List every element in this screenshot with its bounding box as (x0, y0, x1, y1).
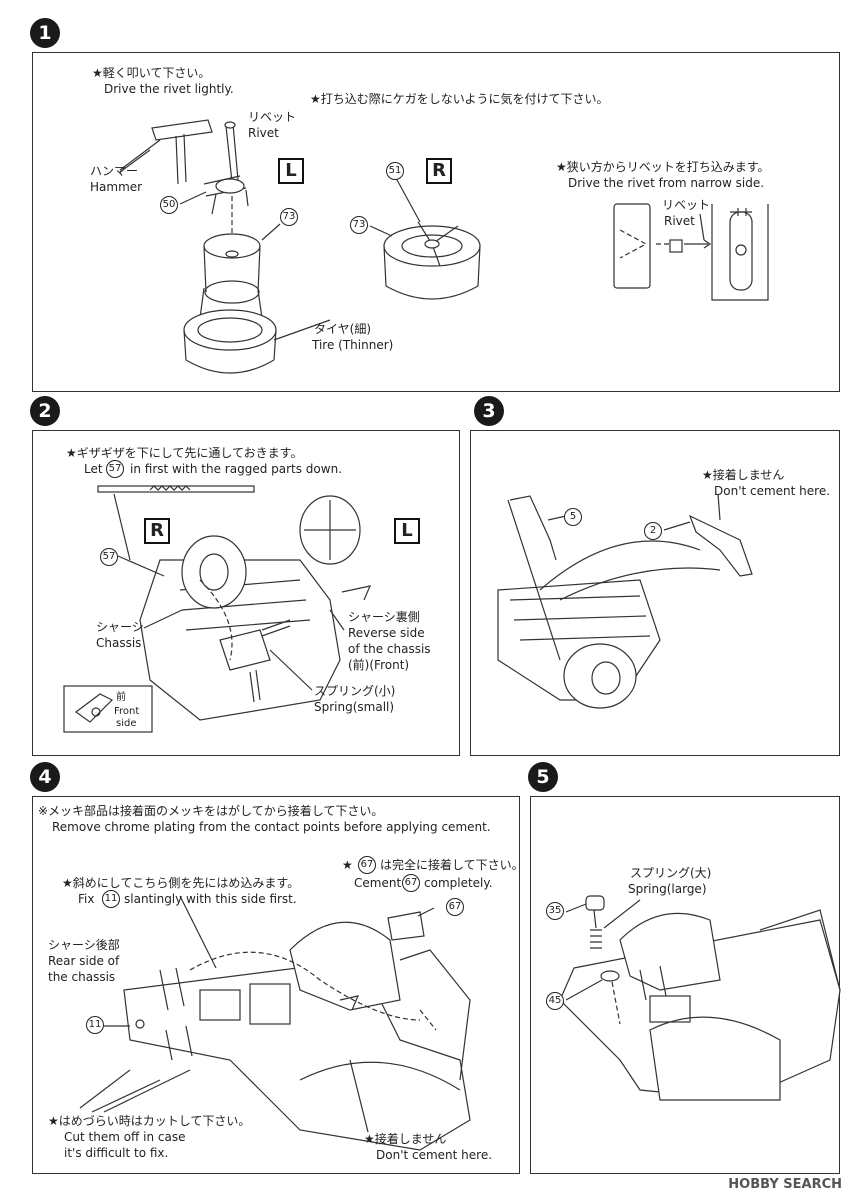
large-spring-label-jp: スプリング(大) (630, 866, 712, 880)
part-number-2: 2 (644, 522, 662, 540)
rivet-detail-label-jp: リベット (662, 198, 711, 212)
chassis-label-en: Chassis (96, 636, 142, 650)
no-cement-note-en: Don't cement here. (714, 484, 831, 498)
cement-67-note-jp-a: ★ (342, 858, 353, 872)
cement-67-note-en-b: completely. (424, 876, 493, 890)
tire-label-en: Tire (Thinner) (312, 338, 394, 352)
part-number-11-inline: 11 (102, 890, 120, 908)
cement-67-note-jp-b: は完全に接着して下さい。 (380, 858, 524, 872)
part-number-67-inline-en: 67 (402, 874, 420, 892)
step-1-number: 1 (30, 18, 60, 48)
step-4-number: 4 (30, 762, 60, 792)
narrow-side-note-jp: ★狭い方からリベットを打ち込みます。 (556, 160, 770, 174)
large-spring-label-en: Spring(large) (628, 882, 707, 896)
small-spring-label-jp: スプリング(小) (314, 684, 396, 698)
caution-note-jp: ★打ち込む際にケガをしないように気を付けて下さい。 (310, 92, 609, 106)
reverse-side-label-en2: of the chassis (348, 642, 431, 656)
front-inset-jp: 前 (116, 692, 126, 703)
front-inset-en1: Front (114, 706, 140, 717)
small-spring-label-en: Spring(small) (314, 700, 395, 714)
left-side-marker-2: L (394, 518, 420, 544)
part-number-45: 45 (546, 992, 564, 1010)
tap-note-en: Drive the rivet lightly. (104, 82, 234, 96)
reverse-side-label-jp: シャーシ裏側 (348, 610, 420, 624)
part-number-73b: 73 (350, 216, 368, 234)
step-3-number: 3 (474, 396, 504, 426)
narrow-side-note-en: Drive the rivet from narrow side. (568, 176, 765, 190)
part-number-35: 35 (546, 902, 564, 920)
cut-note-en2: it's difficult to fix. (64, 1146, 169, 1160)
ragged-note-en-b: in first with the ragged parts down. (130, 462, 343, 476)
cut-note-jp: ★はめづらい時はカットして下さい。 (48, 1114, 251, 1128)
step-5-number: 5 (528, 762, 558, 792)
rivet-label-en: Rivet (248, 126, 279, 140)
ragged-note-jp: ★ギザギザを下にして先に通しておきます。 (66, 446, 303, 460)
step-3-panel (470, 430, 840, 756)
hammer-label-jp: ハンマー (90, 164, 139, 178)
ragged-note-en-a: Let (84, 462, 103, 476)
no-cement-note-4-en: Don't cement here. (376, 1148, 493, 1162)
step-2-number: 2 (30, 396, 60, 426)
chrome-note-en: Remove chrome plating from the contact p… (52, 820, 491, 834)
rear-side-label-en2: the chassis (48, 970, 116, 984)
rear-side-label-en1: Rear side of (48, 954, 120, 968)
fix-note-jp: ★斜めにしてこちら側を先にはめ込みます。 (62, 876, 300, 890)
reverse-side-label-en3: (前)(Front) (348, 658, 410, 672)
step-2-panel (32, 430, 460, 756)
cement-67-note-en-a: Cement (354, 876, 402, 890)
part-number-57: 57 (100, 548, 118, 566)
rivet-detail-label-en: Rivet (664, 214, 695, 228)
cut-note-en1: Cut them off in case (64, 1130, 186, 1144)
chrome-note-jp: ※メッキ部品は接着面のメッキをはがしてから接着して下さい。 (38, 804, 384, 818)
part-number-57-inline: 57 (106, 460, 124, 478)
no-cement-note-4-jp: ★接着しません (364, 1132, 447, 1146)
hammer-label-en: Hammer (90, 180, 143, 194)
reverse-side-label-en1: Reverse side (348, 626, 425, 640)
part-number-73a: 73 (280, 208, 298, 226)
part-number-5: 5 (564, 508, 582, 526)
step-1-panel (32, 52, 840, 392)
step-4-panel (32, 796, 520, 1174)
rear-side-label-jp: シャーシ後部 (48, 938, 120, 952)
no-cement-note-jp: ★接着しません (702, 468, 785, 482)
part-number-67: 67 (446, 898, 464, 916)
watermark-logo: HOBBY SEARCH (728, 1177, 842, 1192)
tire-label-jp: タイヤ(細) (314, 322, 372, 336)
part-number-67-inline-jp: 67 (358, 856, 376, 874)
fix-note-en-a: Fix (78, 892, 95, 906)
right-side-marker: R (426, 158, 452, 184)
part-number-11: 11 (86, 1016, 104, 1034)
rivet-label-jp: リベット (248, 110, 297, 124)
left-side-marker: L (278, 158, 304, 184)
fix-note-en-b: slantingly with this side first. (124, 892, 297, 906)
front-inset-en2: side (116, 718, 137, 729)
right-side-marker-2: R (144, 518, 170, 544)
part-number-51: 51 (386, 162, 404, 180)
chassis-label-jp: シャーシ (96, 620, 144, 634)
part-number-50: 50 (160, 196, 178, 214)
step-5-panel (530, 796, 840, 1174)
tap-note-jp: ★軽く叩いて下さい。 (92, 66, 211, 80)
